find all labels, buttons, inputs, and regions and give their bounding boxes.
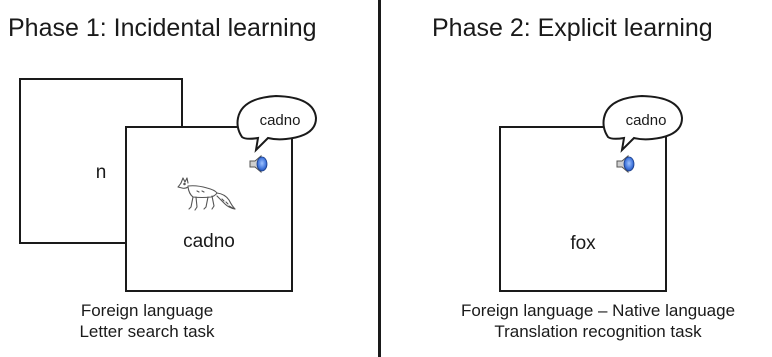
- phase-divider: [378, 0, 381, 357]
- phase1-front-card-word: cadno: [183, 231, 235, 252]
- phase2-speech-bubble: [602, 94, 684, 153]
- phase1-caption: Foreign language Letter search task: [42, 300, 252, 342]
- fox-icon: [177, 177, 236, 211]
- phase1-speech-bubble: [236, 94, 318, 153]
- phase2-card-word: fox: [570, 233, 596, 254]
- phase1-speech-word: cadno: [259, 112, 301, 129]
- phase2-title: Phase 2: Explicit learning: [432, 14, 713, 42]
- speaker-icon: [249, 154, 268, 174]
- phase1-caption-line2: Letter search task: [79, 322, 215, 341]
- phase2-caption: Foreign language – Native language Trans…: [428, 300, 768, 342]
- phase2-caption-line1: Foreign language – Native language: [460, 301, 736, 320]
- phase2-speech-word: cadno: [625, 112, 667, 129]
- speaker-icon: [616, 154, 635, 174]
- phase2-caption-line2: Translation recognition task: [494, 322, 702, 341]
- phase2-card: fox: [499, 126, 667, 292]
- phase1-caption-line1: Foreign language: [80, 301, 214, 320]
- phase1-title: Phase 1: Incidental learning: [8, 14, 317, 42]
- phase1-back-card-letter: n: [95, 162, 107, 183]
- phase1-front-card: cadno: [125, 126, 293, 292]
